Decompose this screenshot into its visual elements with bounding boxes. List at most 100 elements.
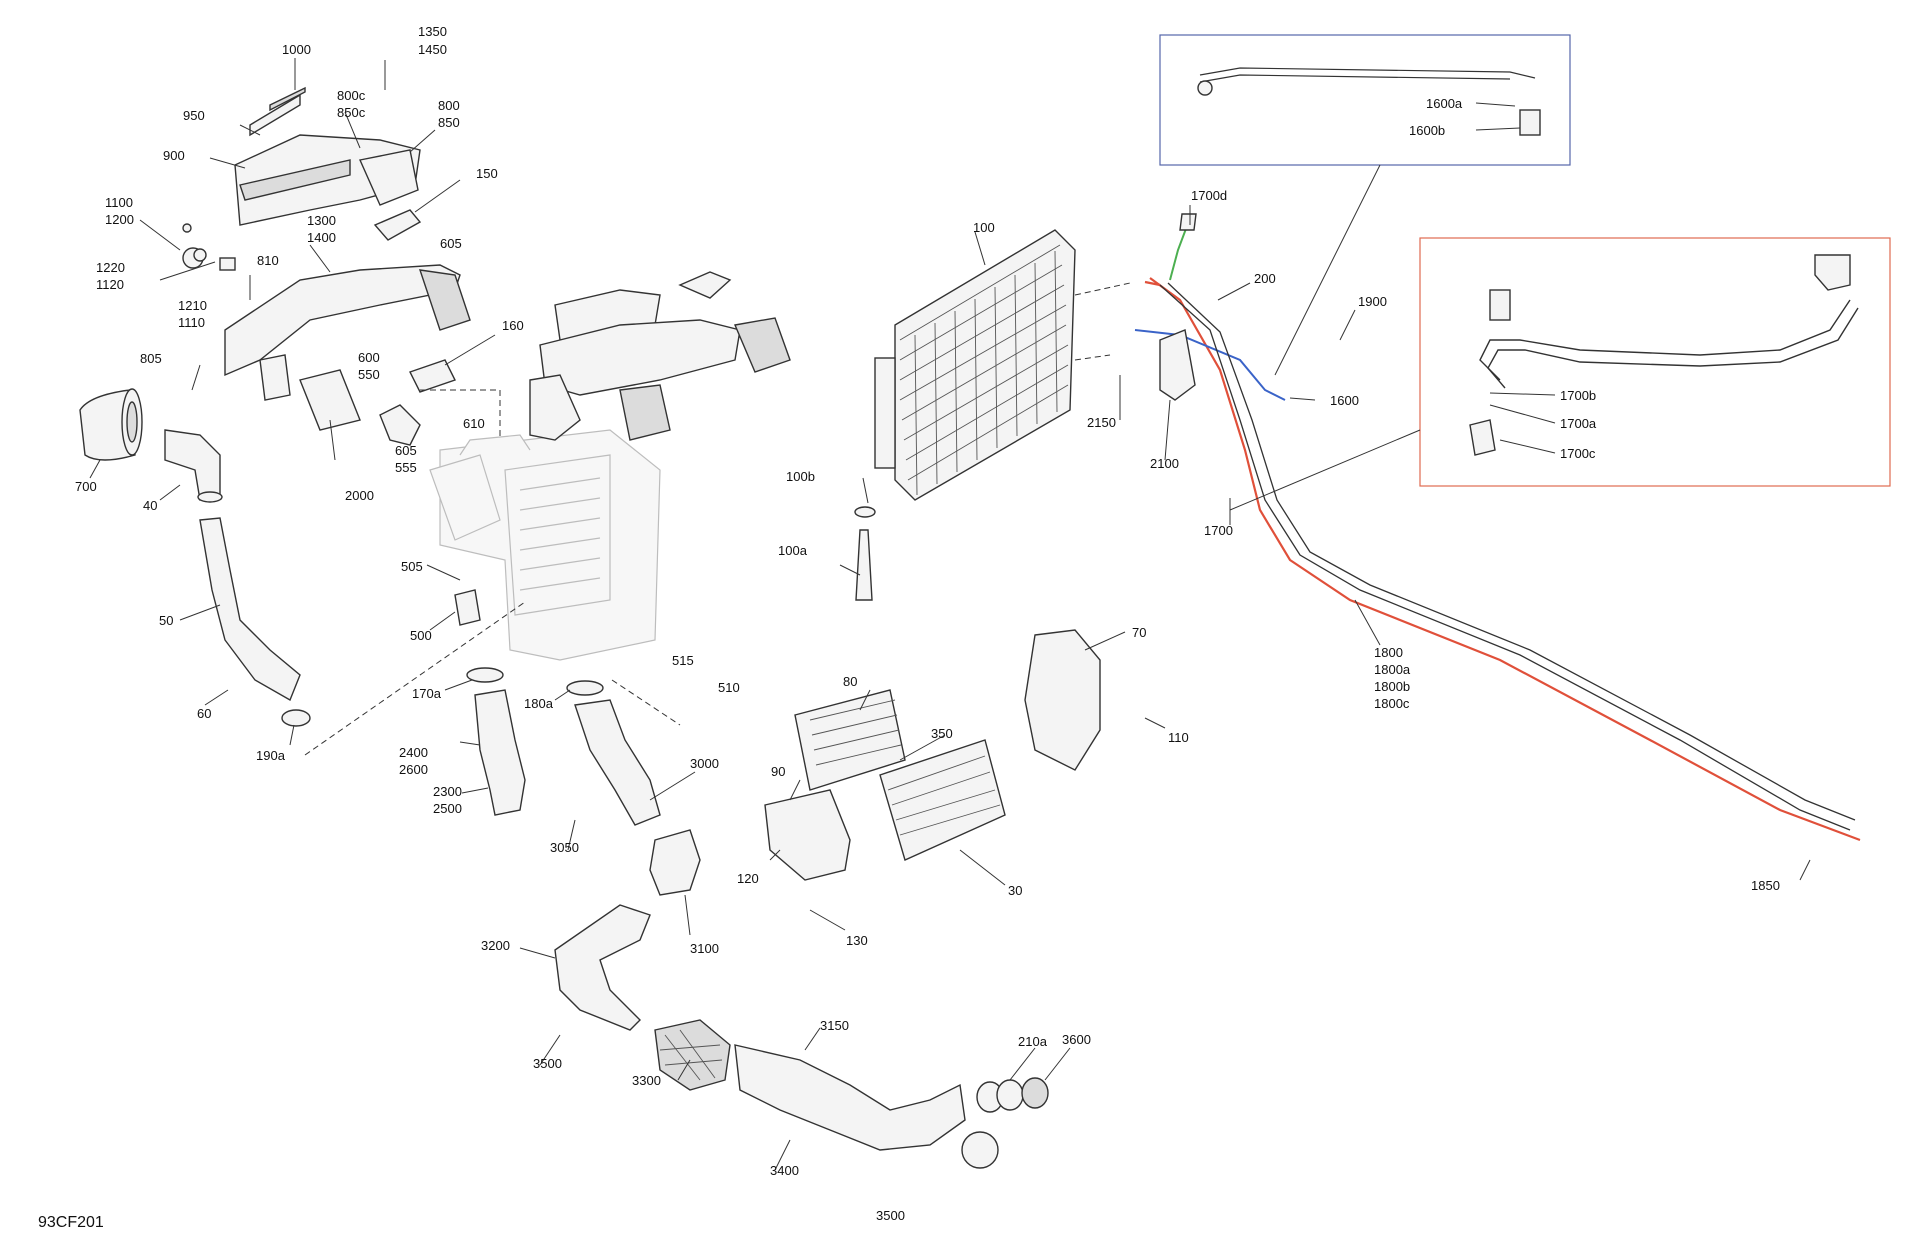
- callout-110: 110: [1168, 730, 1189, 745]
- callout-1800c: 1800c: [1374, 696, 1410, 711]
- callout-120: 120: [737, 871, 759, 886]
- clamp-170a: [466, 667, 504, 683]
- callout-1600b: 1600b: [1409, 123, 1445, 138]
- callout-2100: 2100: [1150, 456, 1179, 471]
- callout-3400: 3400: [770, 1163, 799, 1178]
- callout-3600: 3600: [1062, 1032, 1091, 1047]
- callout-1850: 1850: [1751, 878, 1780, 893]
- callout-800c: 800c: [337, 88, 366, 103]
- callout-900: 900: [163, 148, 185, 163]
- callout-1700a: 1700a: [1560, 416, 1597, 431]
- callout-810: 810: [257, 253, 279, 268]
- callout-3500b: 3500: [876, 1208, 905, 1223]
- callout-3300: 3300: [632, 1073, 661, 1088]
- oring-100b: [854, 506, 876, 518]
- bracket-2100: [1159, 329, 1196, 401]
- callout-1400: 1400: [307, 230, 336, 245]
- callout-90: 90: [771, 764, 785, 779]
- callout-170a: 170a: [412, 686, 442, 701]
- callout-100a: 100a: [778, 543, 808, 558]
- hose-1700d: [1169, 213, 1197, 281]
- callout-160: 160: [502, 318, 524, 333]
- callout-3050: 3050: [550, 840, 579, 855]
- callout-1350: 1350: [418, 24, 447, 39]
- callout-550: 550: [358, 367, 380, 382]
- callout-3200: 3200: [481, 938, 510, 953]
- leader-lines: [89, 58, 1811, 1171]
- callout-1300: 1300: [307, 213, 336, 228]
- tube-50: [199, 517, 301, 702]
- hose-1800: [1159, 282, 1856, 831]
- detail-box-1700: [1229, 237, 1891, 511]
- callout-510: 510: [718, 680, 740, 695]
- callout-850: 850: [438, 115, 460, 130]
- callout-605a: 605: [440, 236, 462, 251]
- callout-200: 200: [1254, 271, 1276, 286]
- callout-180a: 180a: [524, 696, 554, 711]
- air-filter-700: [79, 388, 143, 461]
- clamp-190a: [281, 709, 311, 727]
- callout-80: 80: [843, 674, 857, 689]
- callout-350: 350: [931, 726, 953, 741]
- callout-950: 950: [183, 108, 205, 123]
- hose-1700-red: [1144, 277, 1861, 842]
- callout-2300: 2300: [433, 784, 462, 799]
- rings-3600: [961, 1077, 1049, 1169]
- callout-1800: 1800: [1374, 645, 1403, 660]
- elbow-40: [164, 429, 223, 503]
- cover-90: [764, 789, 851, 881]
- callout-3000: 3000: [690, 756, 719, 771]
- callout-605b: 605: [395, 443, 417, 458]
- callout-210a: 210a: [1018, 1034, 1048, 1049]
- gasket-150: [373, 209, 422, 241]
- callout-1600: 1600: [1330, 393, 1359, 408]
- callout-50: 50: [159, 613, 173, 628]
- callout-800: 800: [438, 98, 460, 113]
- callout-2500: 2500: [433, 801, 462, 816]
- reference-code: 93CF201: [38, 1214, 104, 1231]
- duct-3400: [734, 1044, 966, 1151]
- duct-3000: [574, 699, 661, 826]
- hose-1600-blue: [1134, 329, 1286, 401]
- pin-100a: [855, 529, 873, 601]
- callout-700: 700: [75, 479, 97, 494]
- callout-150: 150: [476, 166, 498, 181]
- callout-60: 60: [197, 706, 211, 721]
- callout-30: 30: [1008, 883, 1022, 898]
- callout-1210: 1210: [178, 298, 207, 313]
- defrost-duct-assembly: [182, 86, 421, 233]
- callout-555: 555: [395, 460, 417, 475]
- duct-1300: [224, 264, 471, 431]
- callout-505: 505: [401, 559, 423, 574]
- callout-40: 40: [143, 498, 157, 513]
- callout-2400: 2400: [399, 745, 428, 760]
- callout-3150: 3150: [820, 1018, 849, 1033]
- gasket-160: [409, 359, 456, 393]
- hvac-housing-ghost: [429, 429, 661, 661]
- callout-1600a: 1600a: [1426, 96, 1463, 111]
- bracket-500: [454, 589, 481, 626]
- screen-80: [794, 689, 906, 791]
- upper-duct-main: [529, 271, 791, 441]
- duct-3200: [554, 904, 651, 1031]
- clamp-180a: [566, 680, 604, 696]
- duct-3100: [649, 829, 701, 896]
- callout-1220: 1220: [96, 260, 125, 275]
- vent-nozzle-1100: [182, 247, 236, 271]
- callout-1700: 1700: [1204, 523, 1233, 538]
- callout-1100: 1100: [105, 195, 133, 210]
- callout-labels: 1000 1350 1450 950 900 800c 850c 800 850…: [75, 24, 1780, 1223]
- callout-850c: 850c: [337, 105, 366, 120]
- callout-1900: 1900: [1358, 294, 1387, 309]
- callout-1450: 1450: [418, 42, 447, 57]
- callout-1800a: 1800a: [1374, 662, 1411, 677]
- callout-1000: 1000: [282, 42, 311, 57]
- callout-805: 805: [140, 351, 162, 366]
- callout-600: 600: [358, 350, 380, 365]
- callout-3100: 3100: [690, 941, 719, 956]
- callout-1120: 1120: [96, 277, 124, 292]
- callout-515: 515: [672, 653, 694, 668]
- callout-100: 100: [973, 220, 995, 235]
- bracket-600: [379, 404, 421, 446]
- callout-1700d: 1700d: [1191, 188, 1227, 203]
